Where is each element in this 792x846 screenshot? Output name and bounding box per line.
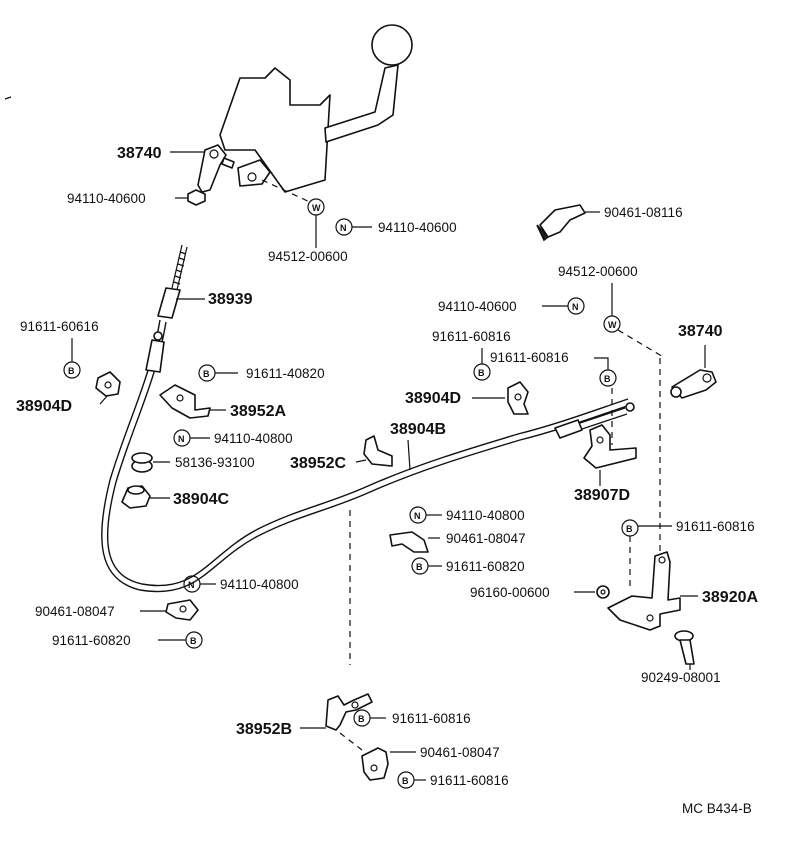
svg-text:N: N: [414, 511, 421, 521]
label-38920A: 38920A: [702, 589, 758, 606]
bracket-38907D: [583, 424, 637, 469]
label-91611-60816-d: 91611-60816: [392, 711, 471, 726]
svg-text:B: B: [402, 776, 409, 786]
svg-text:B: B: [626, 524, 633, 534]
sleeve-38939: [157, 287, 181, 319]
label-58136-93100: 58136-93100: [175, 455, 255, 470]
label-91611-60820-a: 91611-60820: [446, 559, 525, 574]
bracket-38952C: [363, 435, 393, 467]
svg-text:N: N: [572, 302, 579, 312]
bolt-90249-08001: [674, 630, 695, 665]
svg-text:B: B: [190, 636, 197, 646]
label-90249-08001: 90249-08001: [641, 670, 721, 685]
cable-38904B-outer: [106, 321, 629, 587]
bolt-symbol-40820: B: [198, 364, 216, 382]
washer-symbol-top: W: [307, 198, 325, 216]
nut-symbol-right: N: [567, 297, 585, 315]
label-90461-08116: 90461-08116: [604, 205, 683, 220]
label-94512-00600-a: 94512-00600: [268, 249, 348, 264]
label-38904D-left: 38904D: [16, 398, 72, 415]
label-94110-40800-b: 94110-40800: [446, 508, 525, 523]
clamp-90461-08047-bottom: [361, 747, 389, 781]
label-91611-40820: 91611-40820: [246, 366, 325, 381]
clamp-38904D-right: [507, 381, 529, 415]
cable-end-fitting-left: [145, 331, 165, 373]
label-38952C: 38952C: [290, 455, 346, 472]
label-91611-60816-a: 91611-60816: [432, 329, 511, 344]
label-90461-08047-a: 90461-08047: [446, 531, 526, 546]
bracket-38952A: [159, 384, 211, 419]
washer-symbol-right: W: [603, 315, 621, 333]
label-91611-60816-e: 91611-60816: [430, 773, 509, 788]
clamp-90461-08047-left: [165, 599, 199, 621]
label-38740-right: 38740: [678, 323, 723, 340]
label-38952B: 38952B: [236, 721, 292, 738]
washer-96160-00600: [596, 585, 610, 599]
label-90461-08047-c: 90461-08047: [420, 745, 500, 760]
nut-symbol-40800-a: N: [173, 429, 191, 447]
shift-knob: [371, 24, 413, 66]
label-94110-40800-c: 94110-40800: [220, 577, 299, 592]
stray-mark: [4, 96, 12, 100]
clamp-90461-08047-middle: [389, 531, 429, 553]
label-91611-60816-b: 91611-60816: [490, 350, 569, 365]
nut-symbol-40800-b: N: [409, 506, 427, 524]
label-94512-00600-b: 94512-00600: [558, 264, 638, 279]
svg-text:N: N: [340, 223, 347, 233]
svg-text:B: B: [68, 366, 75, 376]
label-94110-40600-c: 94110-40600: [438, 299, 517, 314]
label-94110-40600-a: 94110-40600: [67, 191, 146, 206]
svg-text:W: W: [608, 320, 617, 330]
svg-text:N: N: [178, 434, 185, 444]
svg-text:B: B: [478, 368, 485, 378]
grommet-58136-93100: [131, 452, 153, 473]
label-38907D: 38907D: [574, 487, 630, 504]
clamp-90461-08116: [536, 204, 586, 242]
label-38952A: 38952A: [230, 403, 286, 420]
nut-94110-40600-top: [187, 189, 206, 206]
label-94110-40600-b: 94110-40600: [378, 220, 457, 235]
label-38740-top: 38740: [117, 145, 162, 162]
label-38904B: 38904B: [390, 421, 446, 438]
diagram-id: MC B434-B: [682, 801, 752, 816]
bracket-38952B: [325, 693, 373, 731]
label-91611-60616: 91611-60616: [20, 319, 99, 334]
label-94110-40800-a: 94110-40800: [214, 431, 293, 446]
svg-text:B: B: [416, 562, 423, 572]
bolt-symbol-60816-c: B: [621, 519, 639, 537]
bolt-symbol-60820-b: B: [185, 631, 203, 649]
label-91611-60820-b: 91611-60820: [52, 633, 131, 648]
cable-38904B: [101, 319, 631, 593]
cable-end-fitting-right: [554, 402, 635, 439]
label-91611-60816-c: 91611-60816: [676, 519, 755, 534]
shift-lever-assembly: [219, 24, 413, 193]
joint-38740-top: [197, 144, 235, 193]
label-96160-00600: 96160-00600: [470, 585, 550, 600]
svg-text:B: B: [203, 369, 210, 379]
svg-text:W: W: [312, 203, 321, 213]
label-38904D-right: 38904D: [405, 390, 461, 407]
svg-text:B: B: [604, 374, 611, 384]
bolt-symbol-60816-b: B: [599, 369, 617, 387]
bolt-symbol-60816-d: B: [353, 709, 371, 727]
threaded-rod: [171, 244, 188, 291]
nut-symbol-top: N: [335, 218, 353, 236]
bolt-symbol-left-top: B: [63, 361, 81, 379]
bolt-symbol-60820-a: B: [411, 557, 429, 575]
label-38939: 38939: [208, 291, 253, 308]
bolt-symbol-60816-e: B: [397, 771, 415, 789]
nut-symbol-40800-c: N: [183, 575, 201, 593]
label-90461-08047-b: 90461-08047: [35, 604, 115, 619]
joint-38740-right: [670, 369, 717, 399]
bolt-symbol-60816-a: B: [473, 363, 491, 381]
svg-text:B: B: [358, 714, 365, 724]
grommet-38904C: [121, 485, 151, 509]
label-38904C: 38904C: [173, 491, 229, 508]
bracket-38920A: [607, 551, 681, 631]
clamp-38904D-left: [95, 371, 121, 397]
svg-text:N: N: [188, 580, 195, 590]
